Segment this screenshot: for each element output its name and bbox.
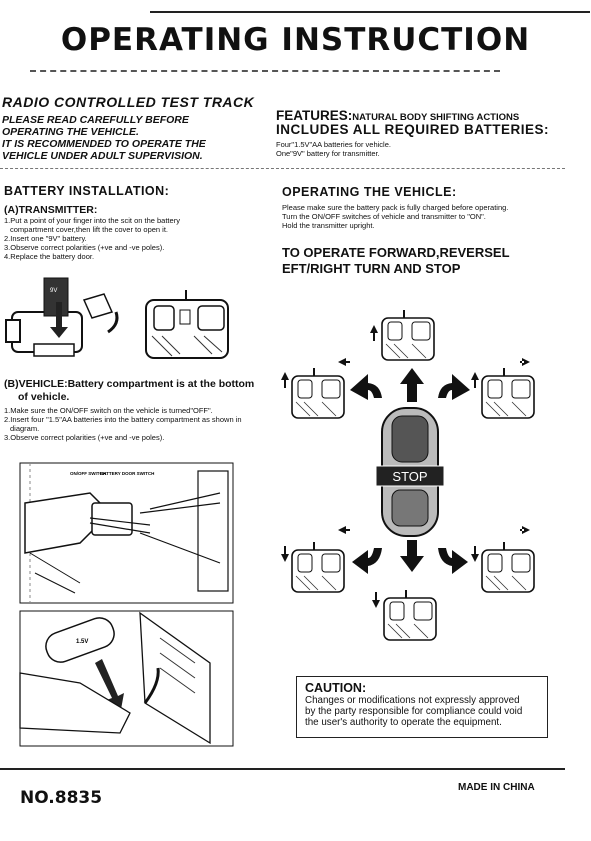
page-title: OPERATING INSTRUCTION <box>60 22 531 58</box>
warning-text: PLEASE READ CAREFULLY BEFORE OPERATING T… <box>2 114 206 162</box>
battery-installation-title: BATTERY INSTALLATION: <box>4 184 170 198</box>
switch-label: ON/OFF SWITCH <box>70 471 106 476</box>
right-small-arrow-icon <box>520 358 530 366</box>
turn-right-arrow-icon <box>438 374 470 400</box>
operating-instructions: Please make sure the battery pack is ful… <box>282 203 509 230</box>
battery-9v-label: 9V <box>50 288 57 294</box>
reverse-right-small-arrow-icon <box>520 526 530 534</box>
bottom-rule <box>0 768 565 770</box>
transmitter-reverse-right <box>481 541 535 593</box>
transmitter-illustration <box>145 290 229 359</box>
forward-big-arrow-icon <box>400 368 424 402</box>
stop-label: STOP <box>392 469 427 484</box>
transmitter-reverse <box>383 589 437 641</box>
turn-left-arrow-icon <box>350 374 382 400</box>
transmitter-reverse-left <box>291 541 345 593</box>
features-battery-list: Four"1.5V"AA batteries for vehicle. One"… <box>276 140 391 158</box>
forward-reverse-title: TO OPERATE FORWARD,REVERSEL EFT/RIGHT TU… <box>282 245 510 276</box>
model-number: NO.8835 <box>20 788 103 808</box>
operating-title: OPERATING THE VEHICLE: <box>282 185 457 199</box>
reverse-turn-left-arrow-icon <box>352 548 382 574</box>
reverse-left-down-arrow-icon <box>281 546 289 562</box>
stop-sign <box>375 465 445 487</box>
aa-battery-label: 1.5V <box>76 639 88 645</box>
vehicle-heading-2: of vehicle. <box>18 391 70 403</box>
features-batteries-heading: INCLUDES ALL REQUIRED BATTERIES: <box>276 122 550 137</box>
transmitter-heading: (A)TRANSMITTER: <box>4 204 98 216</box>
control-diagram: STOP <box>281 309 535 641</box>
vehicle-battery-illustration: ON/OFF SWITCH BATTERY DOOR SWITCH 1.5V <box>19 462 234 747</box>
made-in-label: MADE IN CHINA <box>458 782 535 793</box>
transmitter-forward <box>381 309 435 361</box>
transmitter-right <box>481 367 535 419</box>
caution-title: CAUTION: <box>305 681 367 695</box>
rc-title: RADIO CONTROLLED TEST TRACK <box>2 94 255 110</box>
left-up-arrow-icon <box>281 372 289 388</box>
vehicle-steps: 1.Make sure the ON/OFF switch on the veh… <box>4 406 242 442</box>
forward-arrow-icon <box>370 325 378 341</box>
features-heading: FEATURES:NATURAL BODY SHIFTING ACTIONS <box>276 108 520 123</box>
reverse-right-down-arrow-icon <box>471 546 479 562</box>
caution-text: Changes or modifications not expressly a… <box>305 695 523 728</box>
transmitter-left <box>291 367 345 419</box>
reverse-down-arrow-icon <box>372 592 380 608</box>
transmitter-battery-illustration: 9V <box>5 277 119 357</box>
section-divider <box>0 168 565 169</box>
door-label: BATTERY DOOR SWITCH <box>100 471 154 476</box>
reverse-big-arrow-icon <box>400 540 424 572</box>
transmitter-steps: 1.Put a point of your finger into the sc… <box>4 216 180 261</box>
caution-box: CAUTION: Changes or modifications not ex… <box>296 676 548 738</box>
right-up-arrow-icon <box>471 372 479 388</box>
left-small-arrow-icon <box>338 358 350 366</box>
top-rule <box>150 11 590 13</box>
reverse-turn-right-arrow-icon <box>438 548 468 574</box>
title-underline <box>30 70 500 72</box>
reverse-left-small-arrow-icon <box>338 526 350 534</box>
vehicle-heading: (B)VEHICLE:Battery compartment is at the… <box>4 378 255 390</box>
